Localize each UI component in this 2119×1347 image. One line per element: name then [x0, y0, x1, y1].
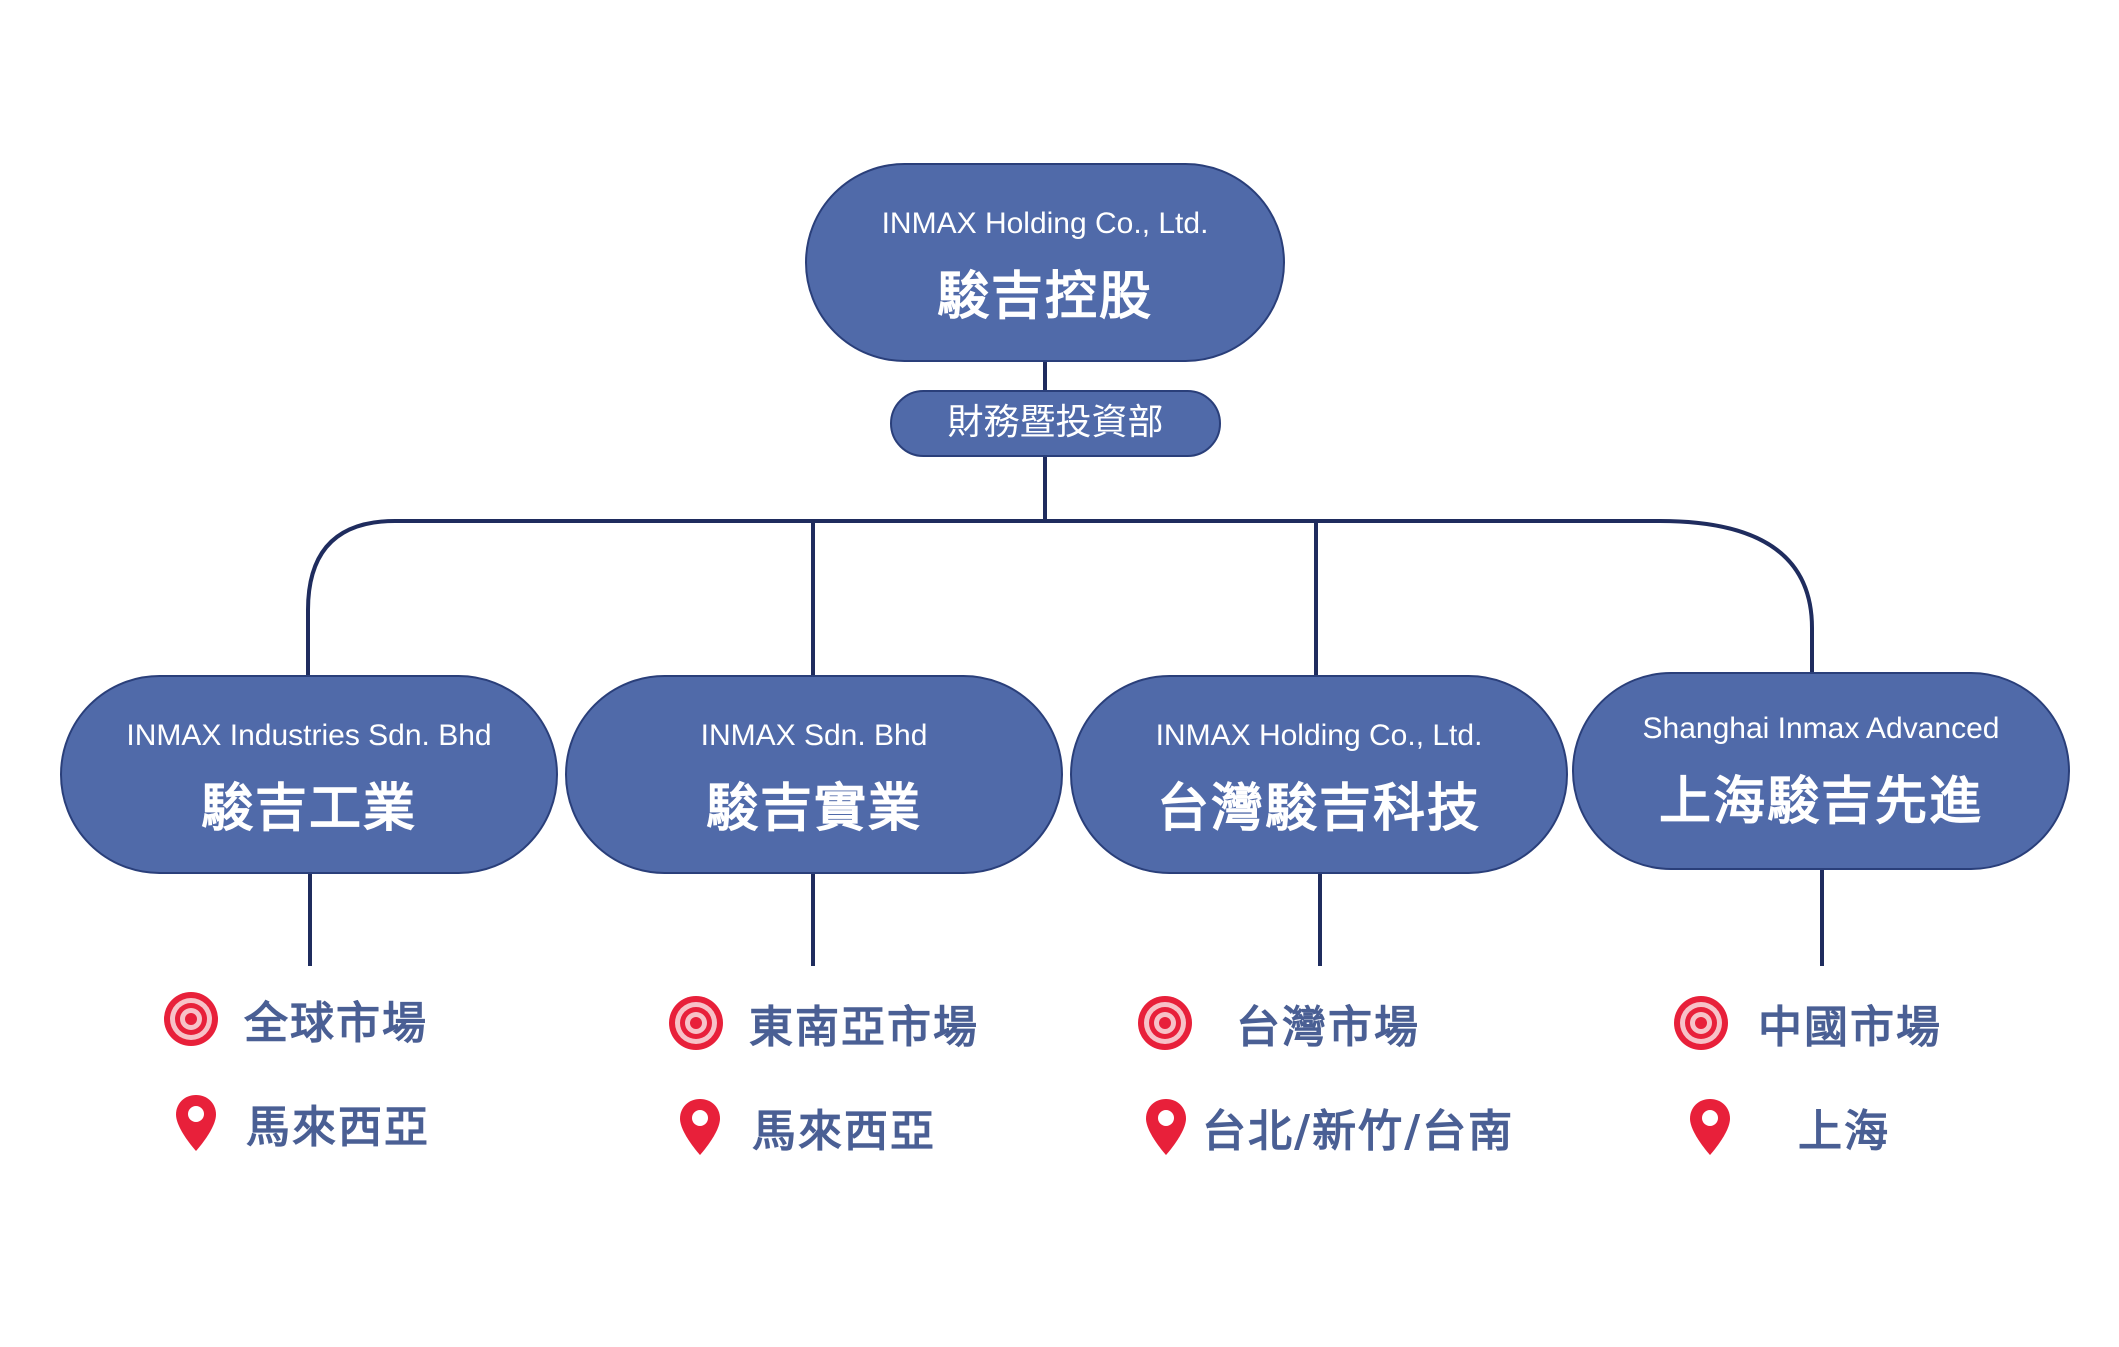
location-row-3: 台北/新竹/台南 [1144, 1092, 1514, 1162]
subsidiary-chinese-name: 駿吉工業 [200, 779, 417, 839]
subsidiary-english-name: Shanghai Inmax Advanced [1642, 712, 2000, 745]
target-icon [669, 996, 723, 1050]
subsidiary-chinese-name: 上海駿吉先進 [1658, 772, 1983, 832]
subsidiary-english-name: INMAX Industries Sdn. Bhd [126, 719, 492, 752]
location-pin-icon [1146, 1099, 1186, 1155]
market-label: 東南亞市場 [749, 1002, 979, 1053]
subsidiary-node-2: INMAX Sdn. Bhd 駿吉實業 [565, 675, 1063, 874]
branch-line-left [306, 519, 1045, 675]
department-label: 財務暨投資部 [947, 402, 1164, 443]
location-row-2: 馬來西亞 [678, 1092, 936, 1162]
subsidiary-node-3: INMAX Holding Co., Ltd. 台灣駿吉科技 [1070, 675, 1568, 874]
market-row-1: 全球市場 [162, 984, 428, 1054]
location-row-4: 上海 [1688, 1092, 1890, 1162]
target-icon [1674, 996, 1728, 1050]
market-row-4: 中國市場 [1672, 988, 1942, 1058]
market-label: 台灣市場 [1236, 1002, 1420, 1053]
branch-line-right [1045, 519, 1814, 672]
root-english-name: INMAX Holding Co., Ltd. [881, 207, 1209, 240]
subsidiary-english-name: INMAX Sdn. Bhd [700, 719, 928, 752]
subsidiary-node-4: Shanghai Inmax Advanced 上海駿吉先進 [1572, 672, 2070, 870]
location-pin-icon [1690, 1099, 1730, 1155]
market-label: 全球市場 [244, 998, 428, 1049]
market-row-2: 東南亞市場 [667, 988, 979, 1058]
market-row-3: 台灣市場 [1136, 988, 1420, 1058]
location-pin-icon [176, 1095, 216, 1151]
department-node: 財務暨投資部 [890, 390, 1221, 457]
location-row-1: 馬來西亞 [174, 1088, 430, 1158]
subsidiary-node-1: INMAX Industries Sdn. Bhd 駿吉工業 [60, 675, 558, 874]
location-label: 上海 [1798, 1106, 1890, 1157]
location-pin-icon [680, 1099, 720, 1155]
root-chinese-name: 駿吉控股 [936, 267, 1153, 327]
location-label: 馬來西亞 [246, 1102, 430, 1153]
target-icon [164, 992, 218, 1046]
subsidiary-english-name: INMAX Holding Co., Ltd. [1155, 719, 1483, 752]
root-node-inmax-holding: INMAX Holding Co., Ltd. 駿吉控股 [805, 163, 1285, 362]
subsidiary-chinese-name: 台灣駿吉科技 [1156, 779, 1481, 839]
market-label: 中國市場 [1758, 1002, 1942, 1053]
target-icon [1138, 996, 1192, 1050]
location-label: 馬來西亞 [752, 1106, 936, 1157]
location-label: 台北/新竹/台南 [1202, 1106, 1515, 1157]
subsidiary-chinese-name: 駿吉實業 [705, 779, 922, 839]
